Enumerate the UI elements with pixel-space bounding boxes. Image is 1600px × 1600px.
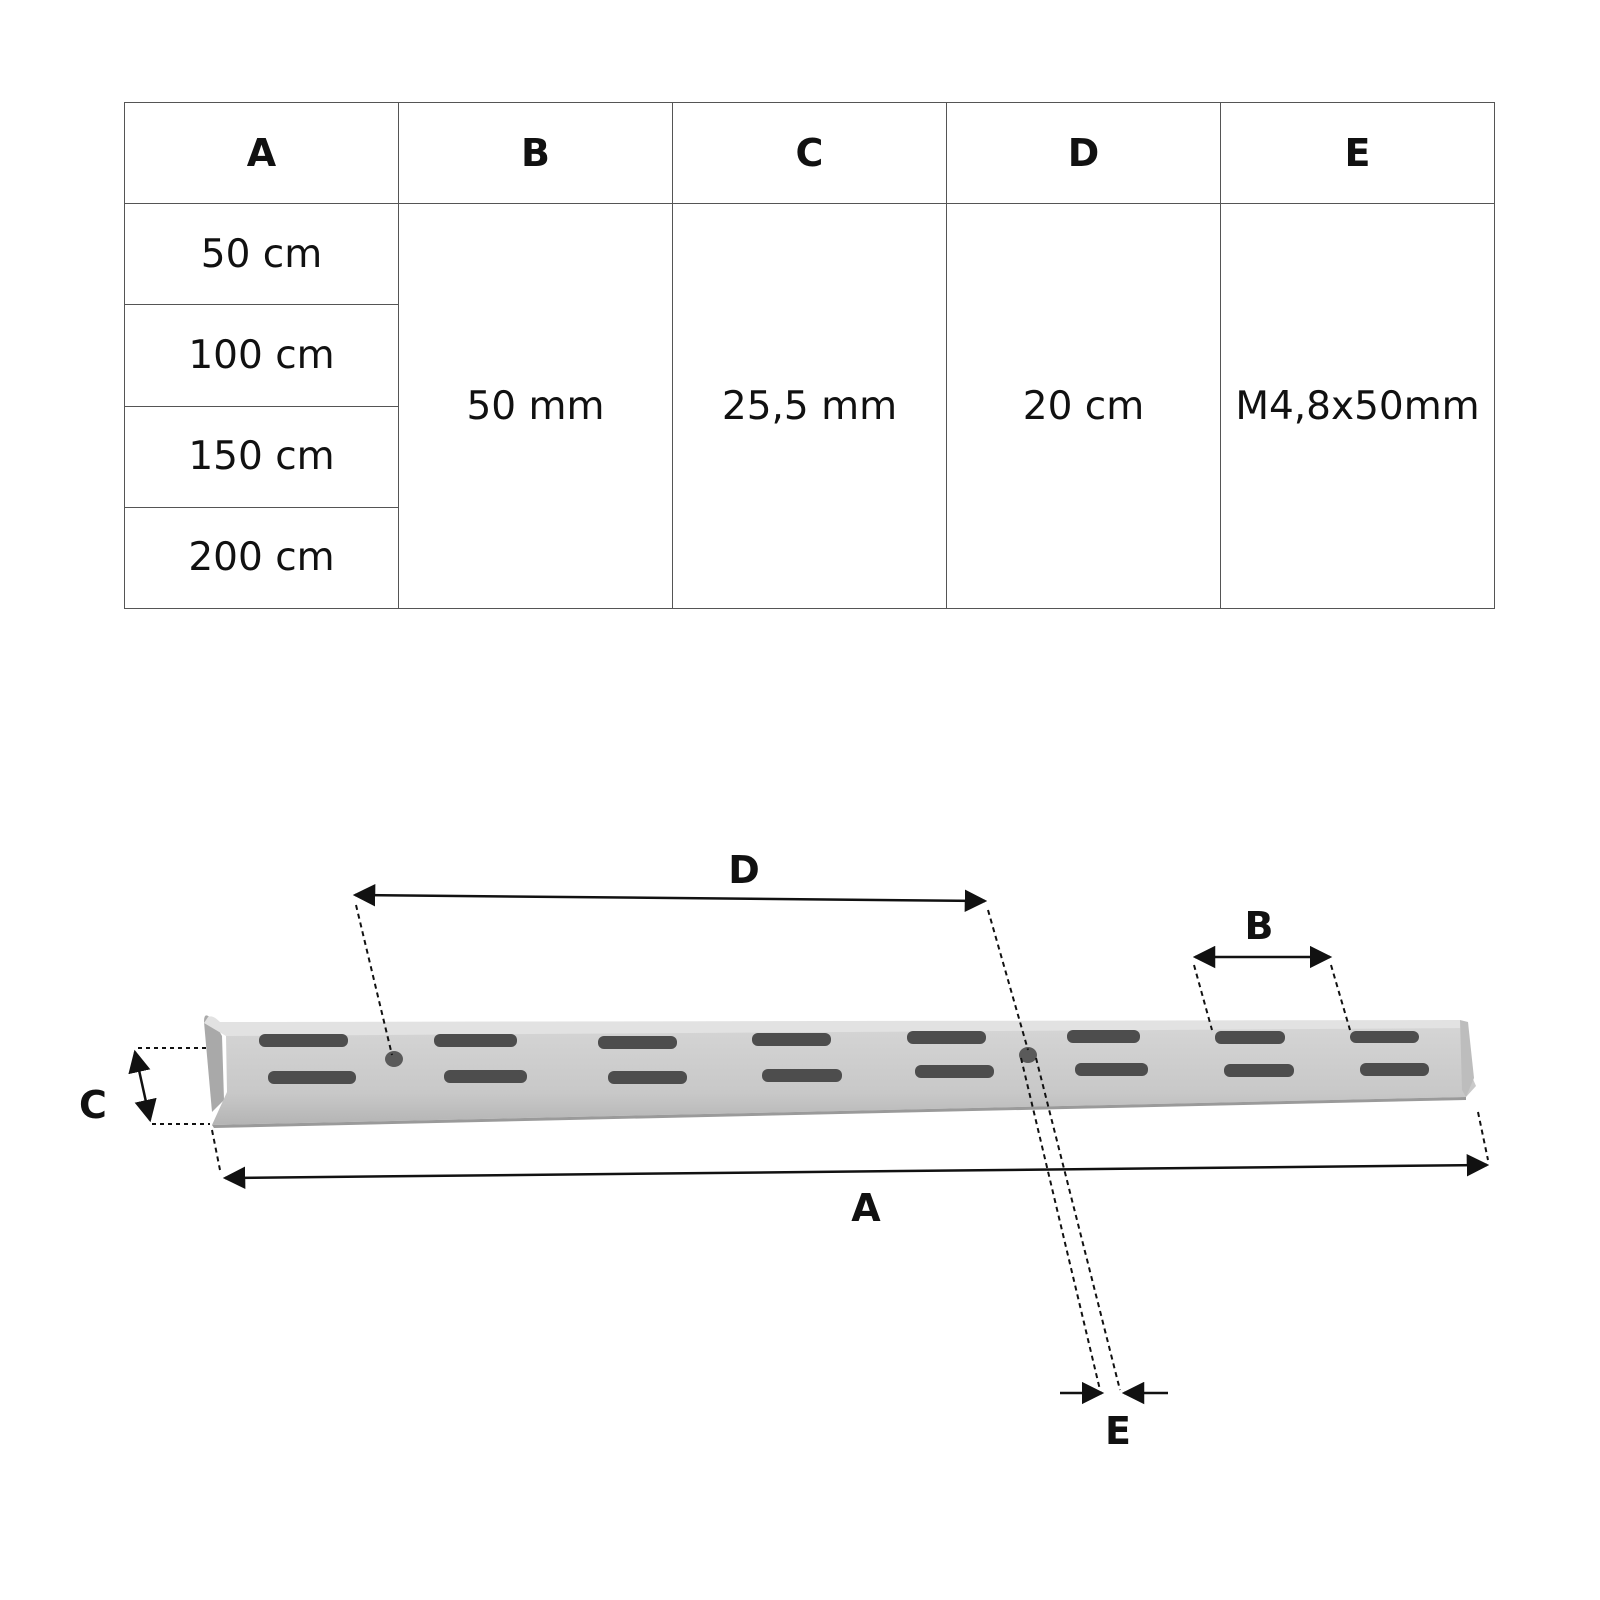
- slot: [915, 1065, 994, 1078]
- value-E: M4,8x50mm: [1220, 203, 1495, 609]
- length-150: 150 cm: [124, 405, 399, 508]
- dimension-C: [128, 1047, 210, 1125]
- label-E: E: [1105, 1409, 1131, 1453]
- table-row: 200 cm: [124, 506, 1495, 610]
- slot: [752, 1033, 831, 1046]
- slot: [762, 1069, 842, 1082]
- table-row: 50 cm 50 mm 25,5 mm 20 cm M4,8x50mm: [124, 203, 1495, 609]
- label-B: B: [1245, 904, 1274, 948]
- table-row: 150 cm: [124, 405, 1495, 508]
- label-D: D: [728, 848, 760, 892]
- label-A: A: [851, 1186, 881, 1230]
- header-C: C: [672, 101, 947, 205]
- header-A: A: [124, 101, 399, 205]
- dimension-D: [352, 883, 1029, 1056]
- header-E: E: [1220, 101, 1495, 205]
- slot: [268, 1071, 356, 1084]
- slot: [1350, 1031, 1419, 1043]
- screw-holes: [385, 1047, 1037, 1067]
- dimensions-table: A B C D E 50 cm 50 mm 25,5 mm 20 cm M4,8…: [124, 101, 1495, 610]
- value-B: 50 mm: [398, 203, 673, 609]
- slot: [907, 1031, 986, 1044]
- rail-bottom-shade: [212, 1097, 1466, 1128]
- slot: [598, 1036, 677, 1049]
- slot: [444, 1070, 527, 1083]
- dimension-B: [1192, 945, 1351, 1031]
- dimension-A: [211, 1111, 1490, 1190]
- label-C: C: [79, 1083, 107, 1127]
- screw-hole: [1019, 1047, 1037, 1063]
- slot: [1224, 1064, 1294, 1077]
- value-C: 25,5 mm: [672, 203, 947, 609]
- slot: [608, 1071, 687, 1084]
- rail-slots: [259, 1030, 1429, 1084]
- rail-right-end: [1460, 1020, 1474, 1097]
- rail-top-edge: [204, 1016, 1466, 1036]
- slot: [434, 1034, 517, 1047]
- value-D: 20 cm: [946, 203, 1221, 609]
- length-100: 100 cm: [124, 304, 399, 407]
- screw-hole: [385, 1051, 403, 1067]
- slot: [1215, 1031, 1285, 1044]
- slot: [1067, 1030, 1140, 1043]
- header-B: B: [398, 101, 673, 205]
- rail-left-lip: [204, 1015, 224, 1112]
- length-50: 50 cm: [124, 203, 399, 306]
- dimension-E: [1020, 1057, 1168, 1405]
- slot: [259, 1034, 348, 1047]
- slot: [1360, 1063, 1429, 1076]
- slot: [1075, 1063, 1148, 1076]
- header-D: D: [946, 101, 1221, 205]
- table-row: 100 cm: [124, 304, 1495, 407]
- length-200: 200 cm: [124, 506, 399, 610]
- table-header-row: A B C D E: [124, 101, 1495, 205]
